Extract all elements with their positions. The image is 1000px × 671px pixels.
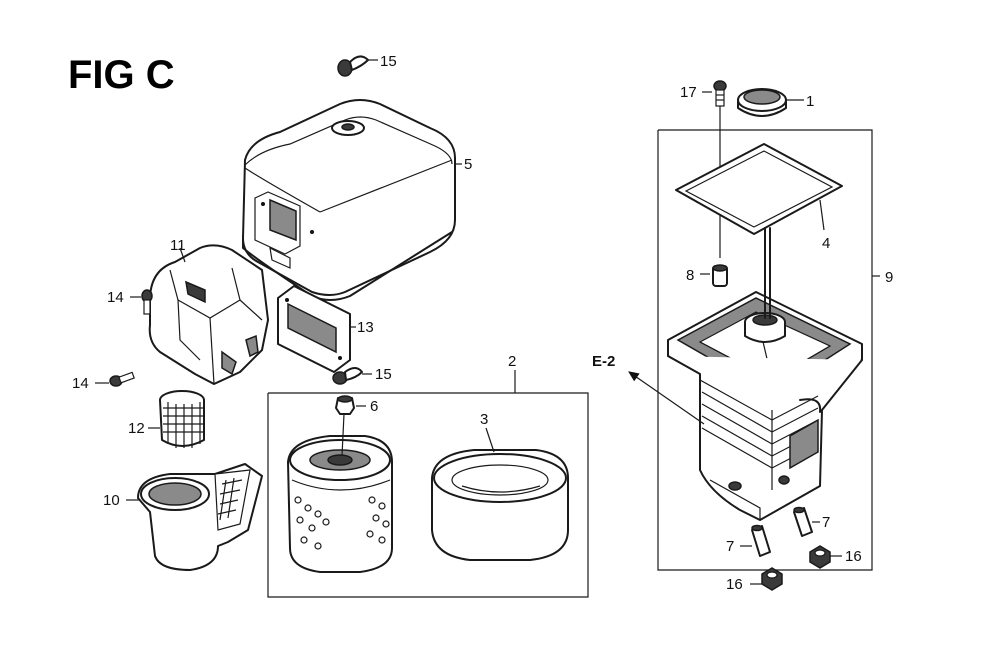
part-7-pin-right (793, 506, 813, 537)
part-15-wing-nut-top (337, 55, 378, 77)
part-7-pin-left (751, 524, 771, 557)
part-8-collar (712, 264, 728, 287)
part-4-gasket (675, 143, 843, 235)
callout-1: 1 (806, 93, 814, 110)
callout-5: 5 (464, 156, 472, 173)
callout-17: 17 (680, 84, 697, 101)
callout-10: 10 (103, 492, 120, 509)
part-1-seal-ring (737, 88, 787, 117)
callout-15-middle: 15 (375, 366, 392, 383)
group-box-2 (267, 392, 589, 598)
part-14-screw-lower (109, 371, 135, 387)
part-6-nut (335, 395, 355, 415)
callout-3: 3 (480, 411, 488, 428)
reference-arrow (628, 371, 705, 425)
part-2-filter-element (287, 413, 393, 573)
callout-6: 6 (370, 398, 378, 415)
callout-12: 12 (128, 420, 145, 437)
part-3-foam-element (431, 449, 569, 561)
reference-e2-label: E-2 (592, 353, 615, 370)
part-11-intake-cover (148, 244, 269, 385)
callout-11: 11 (170, 237, 186, 254)
callout-7-left: 7 (726, 538, 734, 555)
callout-16-right: 16 (845, 548, 862, 565)
callout-9: 9 (885, 269, 893, 286)
callout-14-lower: 14 (72, 375, 89, 392)
part-13-gasket (277, 285, 351, 373)
callout-2: 2 (508, 353, 516, 370)
part-10-intake-housing (137, 463, 263, 571)
callout-4: 4 (822, 235, 830, 252)
filter-perforations (294, 496, 390, 550)
callout-16-left: 16 (726, 576, 743, 593)
callout-14-upper: 14 (107, 289, 124, 306)
part-16-nut-left (761, 567, 783, 591)
part-14-screw-upper (141, 289, 153, 315)
callout-15-top: 15 (380, 53, 397, 70)
callout-7-right: 7 (822, 514, 830, 531)
part-12-screen (159, 390, 205, 448)
group-box-9 (657, 129, 873, 571)
part-9-air-cleaner-base (667, 227, 863, 521)
part-16-nut-right (809, 545, 831, 569)
callout-13: 13 (357, 319, 374, 336)
callout-8: 8 (686, 267, 694, 284)
part-15-wing-nut-middle (332, 367, 363, 385)
figure-title: FIG C (68, 53, 175, 97)
part-5-air-cleaner-cover (242, 99, 456, 301)
